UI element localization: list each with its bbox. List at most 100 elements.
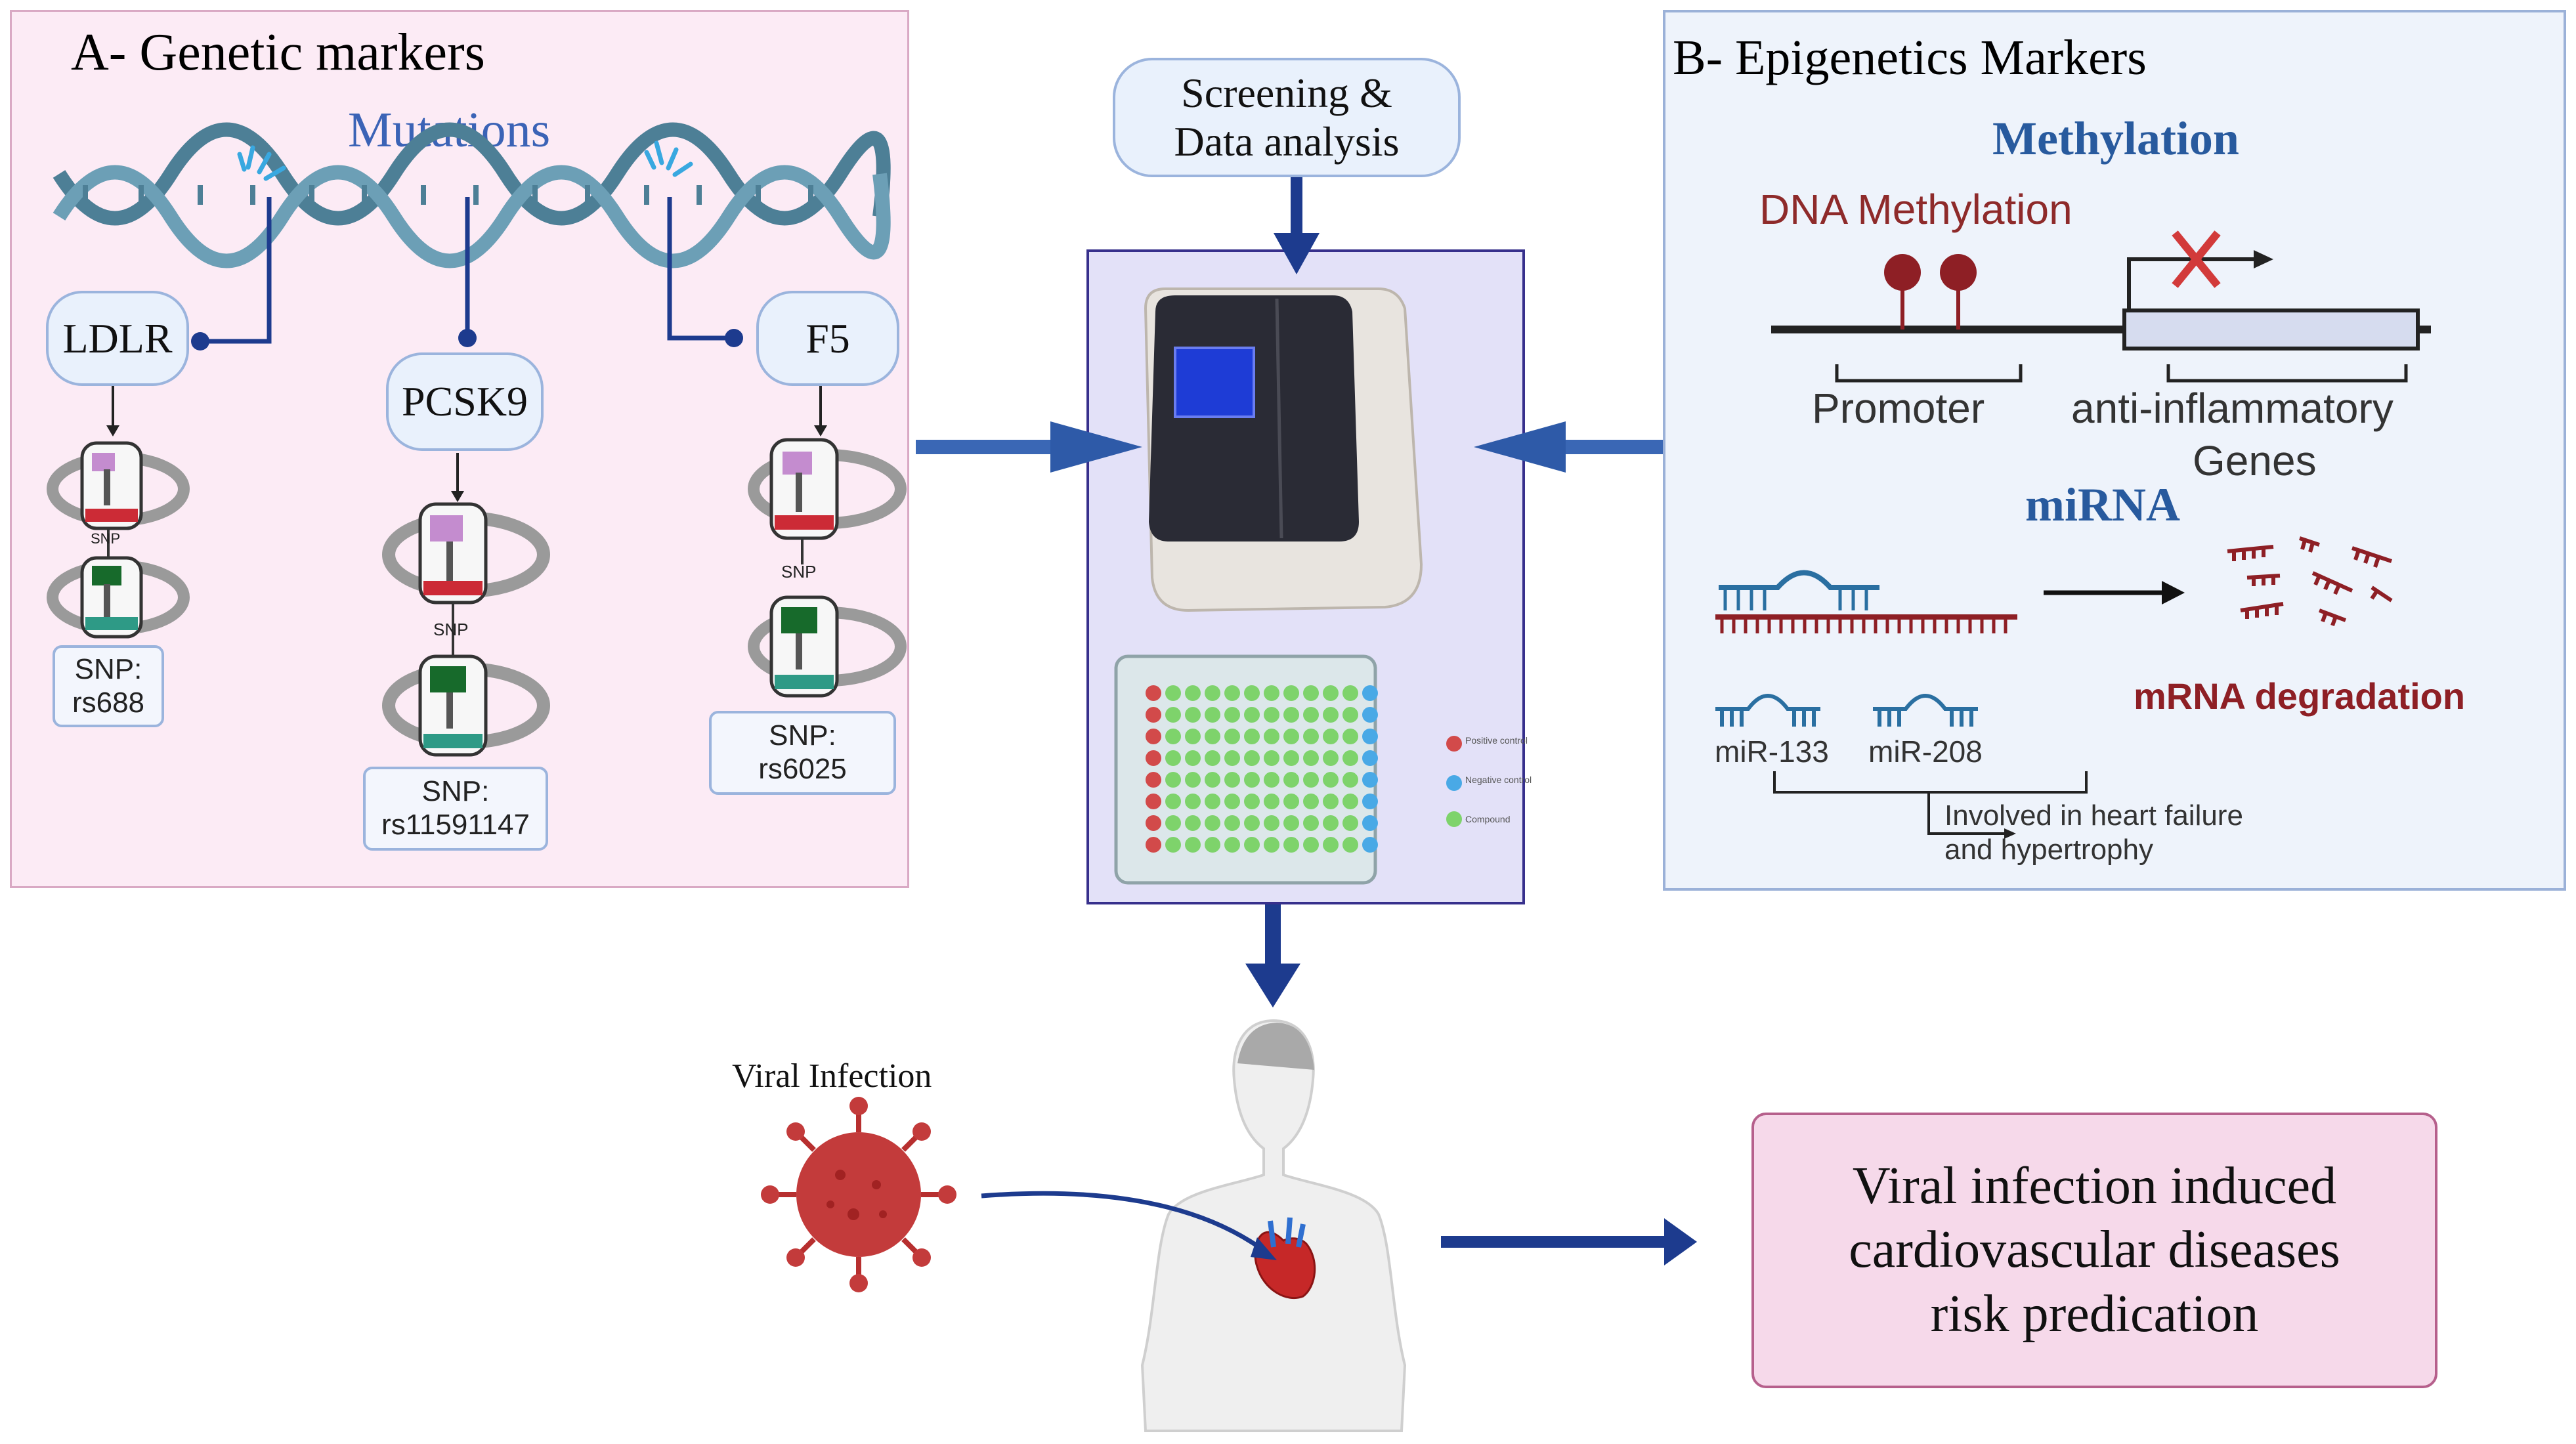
snp-box-f5: SNP: rs6025	[709, 711, 896, 795]
result-line2: cardiovascular diseases	[1849, 1221, 2340, 1279]
well	[1165, 685, 1181, 701]
screening-pill: Screening & Data analysis	[1113, 58, 1461, 177]
well	[1342, 750, 1358, 766]
well	[1264, 707, 1279, 723]
well	[1244, 750, 1260, 766]
well	[1224, 837, 1240, 853]
snp-id: rs11591147	[381, 809, 530, 841]
dna-methylation-label: DNA Methylation	[1759, 186, 2072, 233]
gene-pill-f5: F5	[756, 291, 899, 386]
well	[1362, 772, 1378, 788]
well	[1283, 729, 1299, 744]
snp-tag: SNP	[433, 620, 469, 639]
well	[1244, 685, 1260, 701]
well	[1303, 815, 1319, 831]
well	[1165, 794, 1181, 809]
well	[1146, 815, 1161, 831]
well	[1185, 772, 1201, 788]
well	[1283, 772, 1299, 788]
well	[1264, 794, 1279, 809]
well	[1146, 685, 1161, 701]
legend-compound: Compound	[1465, 814, 1511, 824]
involved-line1: Involved in heart failure	[1944, 799, 2243, 832]
well	[1146, 729, 1161, 744]
genes-label-line1: anti-inflammatory	[2071, 385, 2394, 432]
snp-id: rs688	[72, 686, 145, 719]
well	[1342, 772, 1358, 788]
mir-133-label: miR-133	[1715, 734, 1829, 769]
panel-a-title: A- Genetic markers	[71, 24, 485, 81]
well	[1185, 837, 1201, 853]
arrows	[916, 177, 1697, 1265]
well	[1342, 729, 1358, 744]
well	[1185, 750, 1201, 766]
well	[1185, 729, 1201, 744]
well	[1165, 707, 1181, 723]
mirna-binding-icon	[1715, 570, 2017, 633]
panel-b-title: B- Epigenetics Markers	[1673, 30, 2147, 85]
well	[1303, 685, 1319, 701]
well	[1205, 794, 1220, 809]
virus-icon	[761, 1097, 956, 1292]
promoter-label: Promoter	[1812, 385, 1985, 432]
well	[1205, 729, 1220, 744]
well	[1323, 794, 1339, 809]
dna-helix-icon	[53, 122, 891, 268]
well	[1264, 685, 1279, 701]
well	[1323, 707, 1339, 723]
well	[1264, 729, 1279, 744]
legend-positive: Positive control	[1465, 735, 1528, 746]
well	[1342, 794, 1358, 809]
well	[1283, 707, 1299, 723]
well	[1185, 707, 1201, 723]
well	[1362, 729, 1378, 744]
well	[1205, 772, 1220, 788]
well	[1323, 815, 1339, 831]
well	[1323, 837, 1339, 853]
snp-prefix: SNP:	[421, 775, 490, 808]
well	[1165, 750, 1181, 766]
gene-pill-pcsk9: PCSK9	[386, 352, 544, 451]
well	[1362, 707, 1378, 723]
well	[1244, 815, 1260, 831]
well	[1303, 707, 1319, 723]
well	[1323, 685, 1339, 701]
snp-box-ldlr: SNP: rs688	[53, 645, 164, 727]
well	[1146, 750, 1161, 766]
well	[1264, 837, 1279, 853]
human-figure-icon	[1140, 1019, 1407, 1432]
mrna-degradation-label: mRNA degradation	[2134, 675, 2466, 717]
well	[1264, 815, 1279, 831]
well	[1224, 685, 1240, 701]
well	[1323, 772, 1339, 788]
snp-prefix: SNP:	[769, 719, 836, 752]
well	[1224, 772, 1240, 788]
mutation-spark-icon	[237, 140, 693, 181]
well	[1185, 685, 1201, 701]
epigenetics-graphics	[1715, 230, 2431, 839]
well	[1362, 750, 1378, 766]
well	[1146, 837, 1161, 853]
well	[1264, 750, 1279, 766]
well	[1244, 772, 1260, 788]
well	[1362, 837, 1378, 853]
methyl-group-icon	[1884, 254, 1977, 329]
well	[1224, 729, 1240, 744]
genetic-markers-graphics	[47, 122, 907, 757]
screening-line1: Screening &	[1181, 70, 1392, 117]
snp-box-pcsk9: SNP: rs11591147	[363, 767, 548, 851]
well	[1244, 794, 1260, 809]
well	[1205, 837, 1220, 853]
well	[1185, 794, 1201, 809]
well	[1185, 815, 1201, 831]
well	[1205, 707, 1220, 723]
well	[1303, 794, 1319, 809]
snp-tag: SNP	[781, 562, 817, 582]
snp-chromosome-icon	[47, 438, 907, 757]
involved-line2: and hypertrophy	[1944, 834, 2153, 866]
result-line1: Viral infection induced	[1852, 1157, 2337, 1215]
well	[1264, 772, 1279, 788]
well	[1323, 729, 1339, 744]
panel-epigenetics-markers	[1663, 10, 2566, 891]
